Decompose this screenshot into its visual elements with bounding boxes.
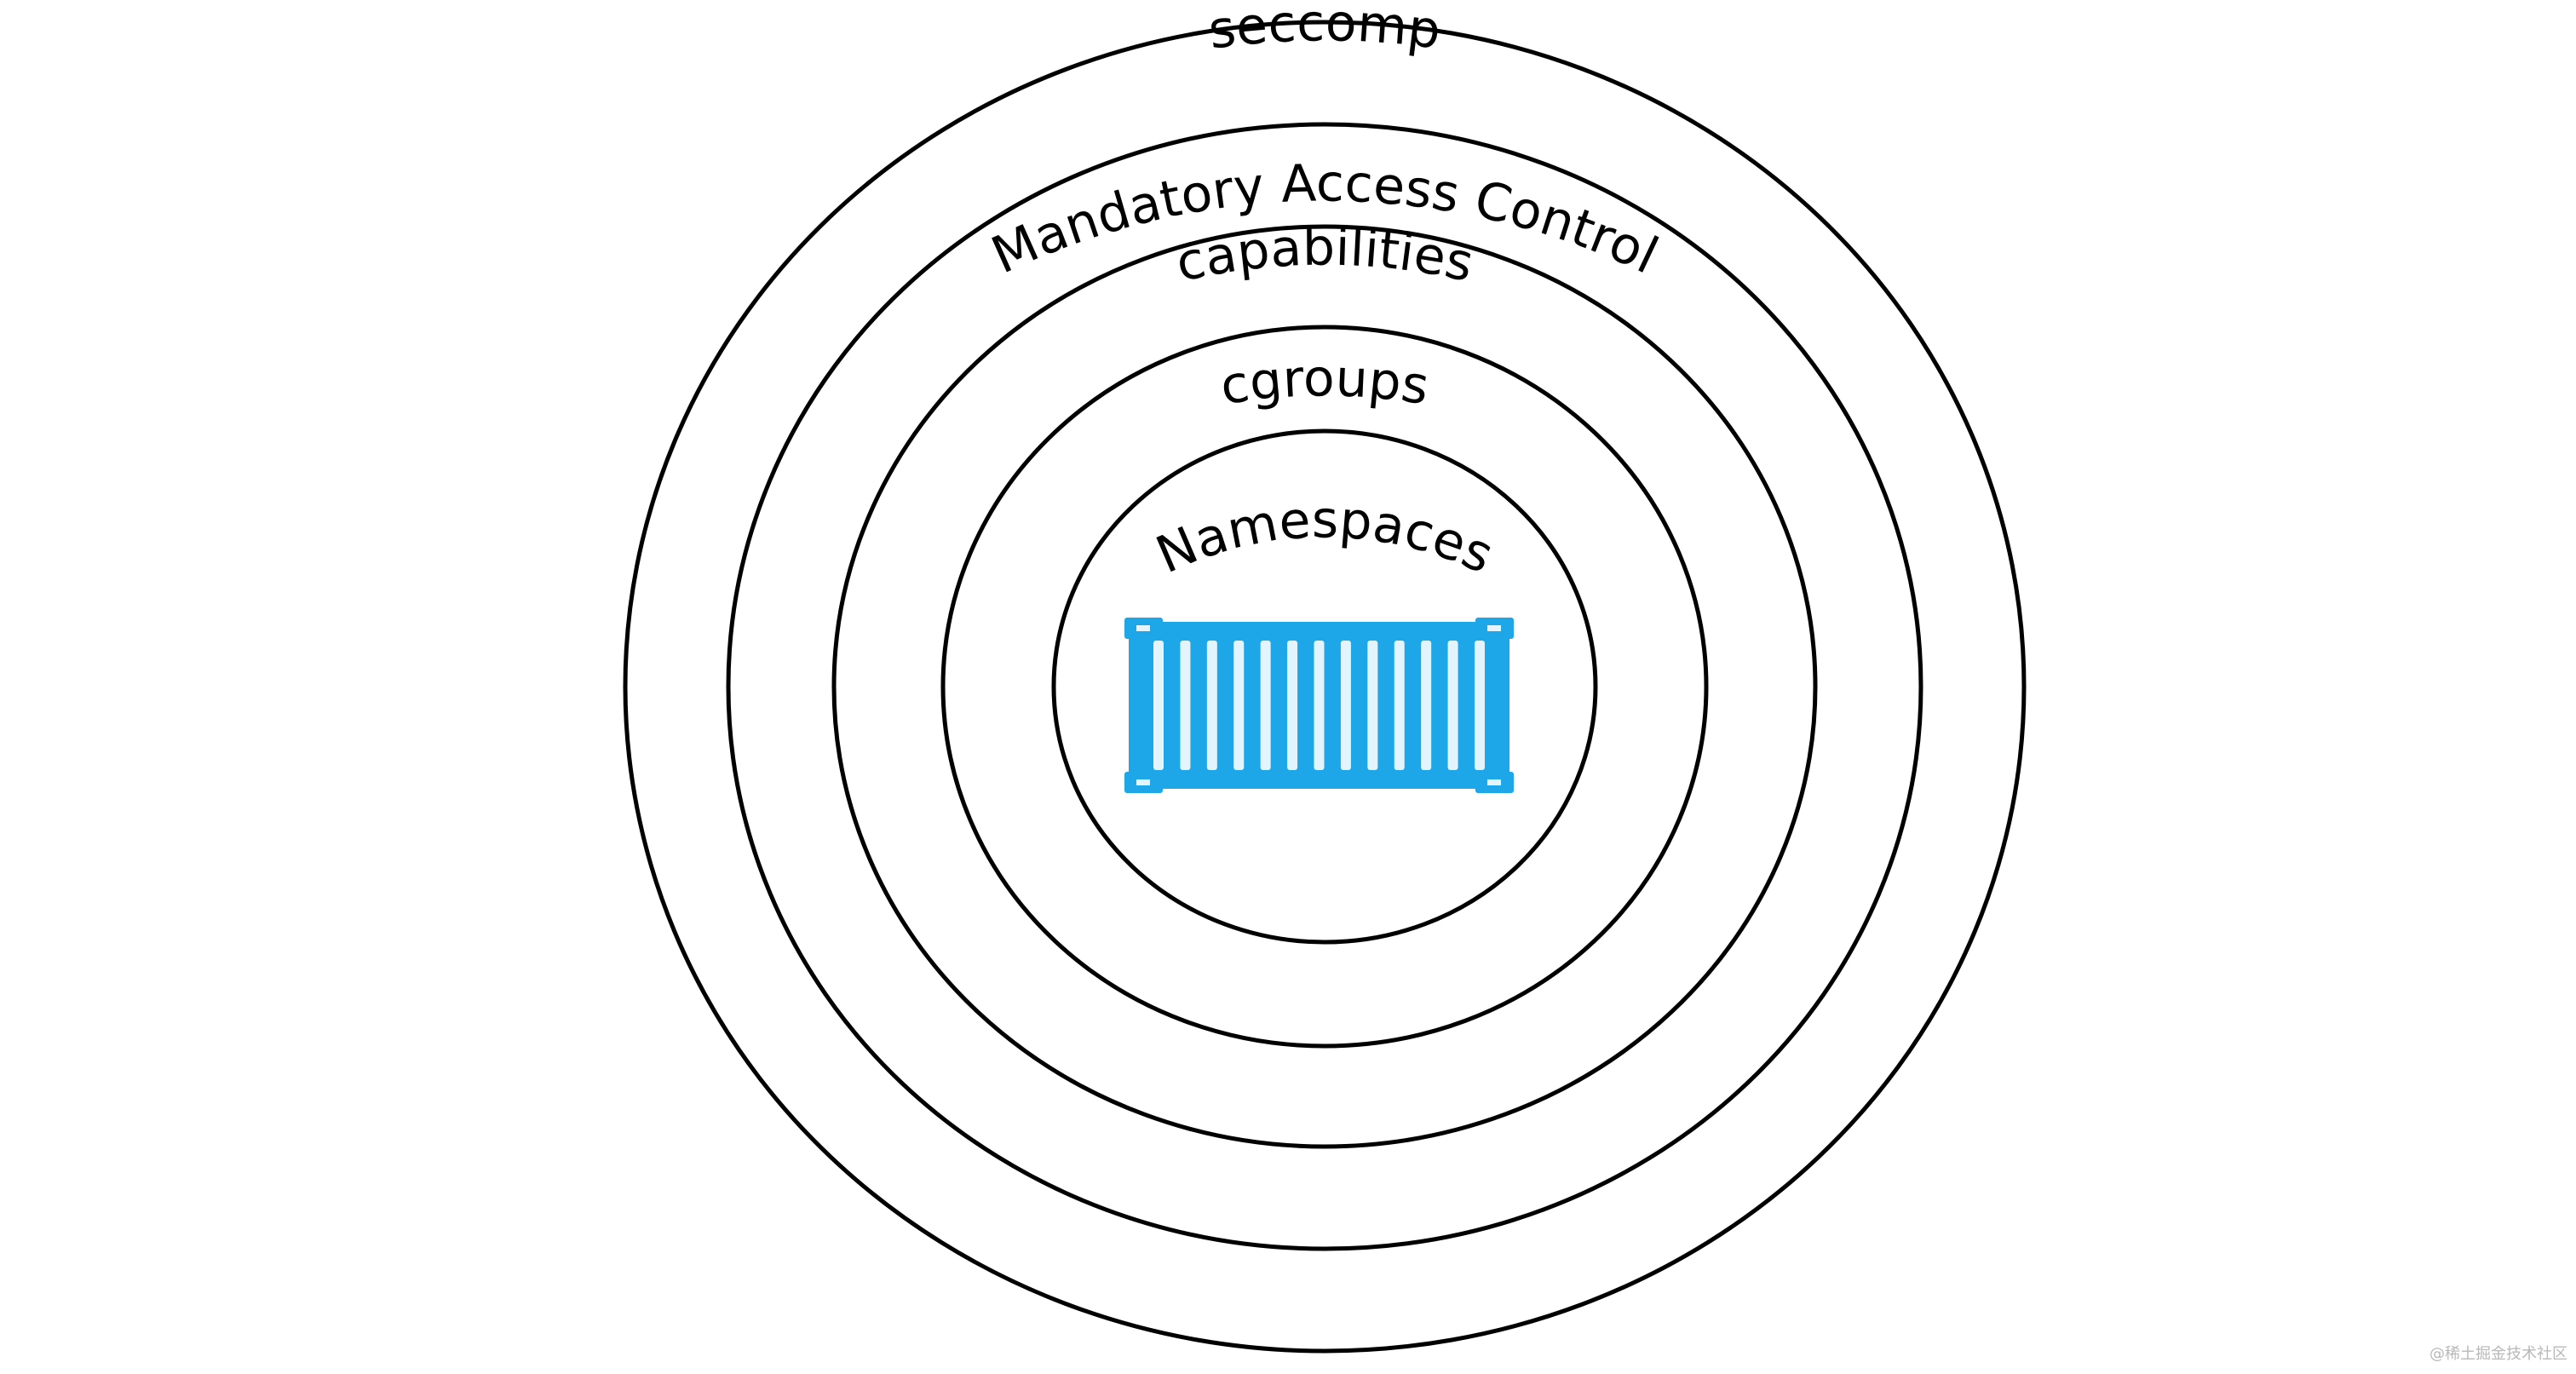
layer-label-namespaces: Namespaces: [1147, 490, 1502, 585]
shipping-container-icon: [1124, 618, 1514, 793]
container-corner-slot: [1487, 625, 1501, 631]
ring-namespaces: [1051, 428, 1598, 945]
container-rib: [1447, 641, 1458, 770]
container-rib: [1367, 641, 1378, 770]
container-rib: [1340, 641, 1351, 770]
ring-mandatory-access-control: [726, 122, 1923, 1251]
container-rib: [1260, 641, 1271, 770]
container-rib: [1421, 641, 1432, 770]
container-rib: [1287, 641, 1298, 770]
watermark: @稀土掘金技术社区: [2429, 1345, 2567, 1363]
layer-label-cgroups: cgroups: [1216, 348, 1433, 417]
container-rib: [1394, 641, 1405, 770]
container-rib: [1233, 641, 1245, 770]
ring-seccomp: [623, 20, 2027, 1354]
container-rib: [1314, 641, 1325, 770]
ring-capabilities: [831, 224, 1818, 1149]
container-rib: [1153, 641, 1164, 770]
container-corner-slot: [1136, 779, 1150, 785]
container-corner-slot: [1136, 625, 1150, 631]
container-corner-slot: [1487, 779, 1501, 785]
layer-label-capabilities: capabilities: [1170, 218, 1478, 295]
layer-label-seccomp: seccomp: [1205, 0, 1444, 61]
container-rib: [1475, 641, 1485, 770]
ring-cgroups: [940, 325, 1709, 1049]
container-rib: [1180, 641, 1191, 770]
container-rib: [1206, 641, 1217, 770]
